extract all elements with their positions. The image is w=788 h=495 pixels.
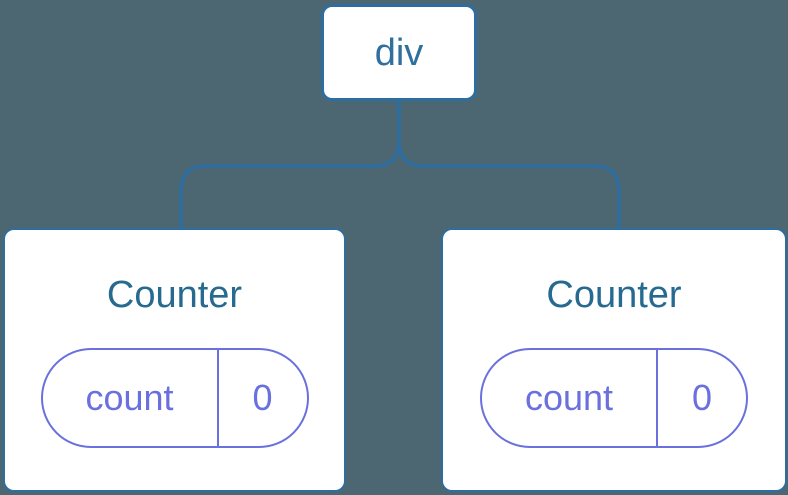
state-key: count	[482, 349, 658, 446]
root-node-label: div	[374, 31, 424, 74]
state-pill: count 0	[40, 347, 309, 448]
connector-right-branch	[397, 98, 621, 231]
state-key: count	[43, 349, 219, 446]
component-title: Counter	[546, 274, 682, 316]
counter-card-right: Counter count 0	[441, 228, 787, 492]
counter-card-left: Counter count 0	[3, 228, 346, 492]
state-value: 0	[252, 376, 273, 418]
state-pill: count 0	[480, 347, 748, 448]
connector-left-branch	[179, 98, 401, 231]
state-value: 0	[691, 376, 713, 418]
component-title: Counter	[106, 274, 243, 316]
root-node: div	[321, 4, 477, 101]
